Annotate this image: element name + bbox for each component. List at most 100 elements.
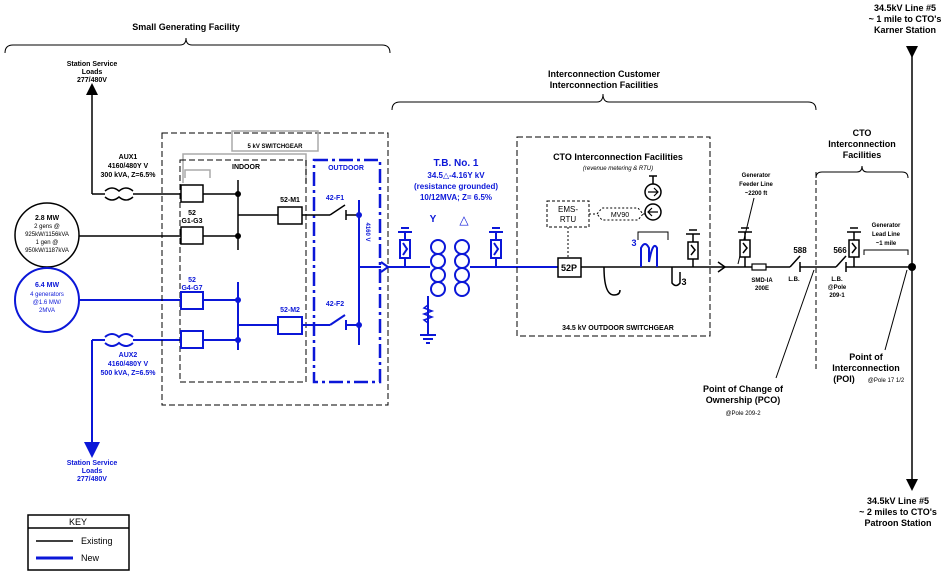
- arrester-left: [398, 227, 412, 267]
- svg-text:200E: 200E: [755, 286, 769, 292]
- svg-text:△: △: [459, 213, 469, 227]
- meter-icons: [637, 175, 669, 240]
- sw588-num: 588: [793, 246, 807, 255]
- svg-text:52: 52: [188, 210, 196, 217]
- svg-text:2 gens @: 2 gens @: [34, 224, 60, 230]
- 5kv-switchgear-label: 5 kV SWITCHGEAR: [247, 144, 303, 150]
- sw588-lb: L.B.: [788, 277, 800, 283]
- svg-text:52: 52: [188, 277, 196, 284]
- cto-box-sub: (revenue metering & RTU): [583, 166, 653, 172]
- pco-1: Point of Change of: [703, 384, 784, 394]
- aux2-transformer: [104, 333, 134, 347]
- lead-2: Lead Line: [872, 232, 901, 238]
- key-box: [27, 514, 130, 571]
- poi-1: Point of: [849, 352, 883, 362]
- svg-text:6.4 MW: 6.4 MW: [35, 282, 60, 289]
- tb1-2: 34.5△-4.16Y kV: [427, 171, 485, 180]
- tb1-4: 10/12MVA; Z= 6.5%: [420, 193, 492, 202]
- small-gen-box: [161, 132, 389, 406]
- aux1-1: AUX1: [119, 154, 138, 161]
- pco-2: Ownership (PCO): [706, 395, 781, 405]
- svg-text:52-M1: 52-M1: [280, 197, 300, 204]
- svg-text:42-F1: 42-F1: [326, 195, 344, 202]
- cto-box-bottom: 34.5 kV OUTDOOR SWITCHGEAR: [562, 325, 674, 332]
- ss-loads-top-2: Loads: [82, 69, 103, 76]
- svg-text:3: 3: [681, 277, 686, 287]
- ss-loads-bottom-3: 277/480V: [77, 476, 107, 483]
- small-gen-heading: Small Generating Facility: [132, 22, 240, 32]
- svg-text:@Pole: @Pole: [828, 285, 847, 291]
- line5-top-2: ~ 1 mile to CTO's: [869, 14, 942, 24]
- breaker-g4g7: [180, 291, 204, 310]
- lead-3: ~1 mile: [876, 241, 897, 247]
- svg-text:G1-G3: G1-G3: [181, 218, 202, 225]
- svg-text:209-1: 209-1: [829, 293, 845, 299]
- breaker-aux2: [180, 330, 204, 349]
- ss-loads-top-1: Station Service: [67, 61, 118, 68]
- poi-3: (POI): [833, 374, 855, 384]
- svg-text:1 gen @: 1 gen @: [36, 240, 59, 246]
- svg-text:SMD-IA: SMD-IA: [751, 278, 773, 284]
- cto-box-title: CTO Interconnection Facilities: [553, 152, 683, 162]
- key-title: KEY: [69, 517, 87, 527]
- arrester-cto: [686, 229, 700, 267]
- pco-3: @Pole 209-2: [725, 411, 761, 417]
- breaker-52p: [557, 257, 582, 278]
- icf-brace: [391, 93, 817, 111]
- mv90-label: MV90: [611, 212, 629, 219]
- svg-text:Y: Y: [430, 214, 437, 225]
- svg-text:52P: 52P: [561, 263, 577, 273]
- aux2-1: AUX2: [119, 352, 138, 359]
- poi-2: Interconnection: [832, 363, 900, 373]
- line5-top-1: 34.5kV Line #5: [874, 3, 936, 13]
- poi-node: [908, 263, 916, 271]
- ss-loads-bottom-2: Loads: [82, 468, 103, 475]
- tb1-transformer: [430, 239, 470, 297]
- cto-icf-heading-3: Facilities: [843, 150, 882, 160]
- sw566-num: 566: [833, 246, 847, 255]
- ss-loads-top-3: 277/480V: [77, 77, 107, 84]
- breaker-aux1: [180, 184, 204, 203]
- line5-bottom-2: ~ 2 miles to CTO's: [859, 507, 937, 517]
- tb1-1: T.B. No. 1: [433, 158, 478, 169]
- feeder-2: Feeder Line: [739, 182, 773, 188]
- aux1-3: 300 kVA, Z=6.5%: [101, 172, 157, 179]
- svg-text:RTU: RTU: [560, 215, 577, 224]
- tb1-3: (resistance grounded): [414, 182, 498, 191]
- arrester-feeder: [738, 227, 752, 267]
- icf-heading-2: Interconnection Facilities: [550, 80, 659, 90]
- line5-top-3: Karner Station: [874, 25, 936, 35]
- svg-text:G4-G7: G4-G7: [181, 285, 202, 292]
- line5-bottom-1: 34.5kV Line #5: [867, 496, 929, 506]
- svg-text:4 generators: 4 generators: [30, 292, 64, 298]
- line5-bottom-3: Patroon Station: [865, 518, 932, 528]
- svg-text:42-F2: 42-F2: [326, 301, 344, 308]
- feeder-3: ~2200 ft: [745, 191, 768, 197]
- arrester-566: [847, 227, 861, 267]
- icf-heading-1: Interconnection Customer: [548, 69, 661, 79]
- key-new-label: New: [81, 553, 100, 563]
- svg-text:L.B.: L.B.: [831, 277, 843, 283]
- svg-text:950kW/1187kVA: 950kW/1187kVA: [25, 248, 69, 254]
- aux2-2: 4160/480Y V: [108, 361, 149, 368]
- cto-facilities-box: [516, 136, 711, 337]
- 5kv-switchgear-box: [231, 130, 319, 152]
- fuse-smd: [751, 263, 767, 271]
- aux1-transformer: [104, 187, 134, 201]
- cto-icf-heading-1: CTO: [853, 128, 872, 138]
- key-existing-label: Existing: [81, 536, 113, 546]
- 4160v-label: 4160 V: [364, 222, 370, 241]
- cto-brace: [815, 165, 909, 179]
- svg-text:2.8 MW: 2.8 MW: [35, 215, 60, 222]
- aux1-2: 4160/480Y V: [108, 163, 149, 170]
- lead-1: Generator: [872, 223, 901, 229]
- breaker-g1g3: [180, 226, 204, 245]
- small-gen-brace: [4, 37, 391, 54]
- svg-text:@1.6 MW/: @1.6 MW/: [33, 300, 62, 306]
- aux2-3: 500 kVA, Z=6.5%: [101, 370, 157, 377]
- outdoor-label: OUTDOOR: [328, 165, 364, 172]
- poi-4: @Pole 17 1/2: [868, 378, 905, 384]
- arrester-right: [489, 227, 503, 267]
- cto-icf-heading-2: Interconnection: [828, 139, 896, 149]
